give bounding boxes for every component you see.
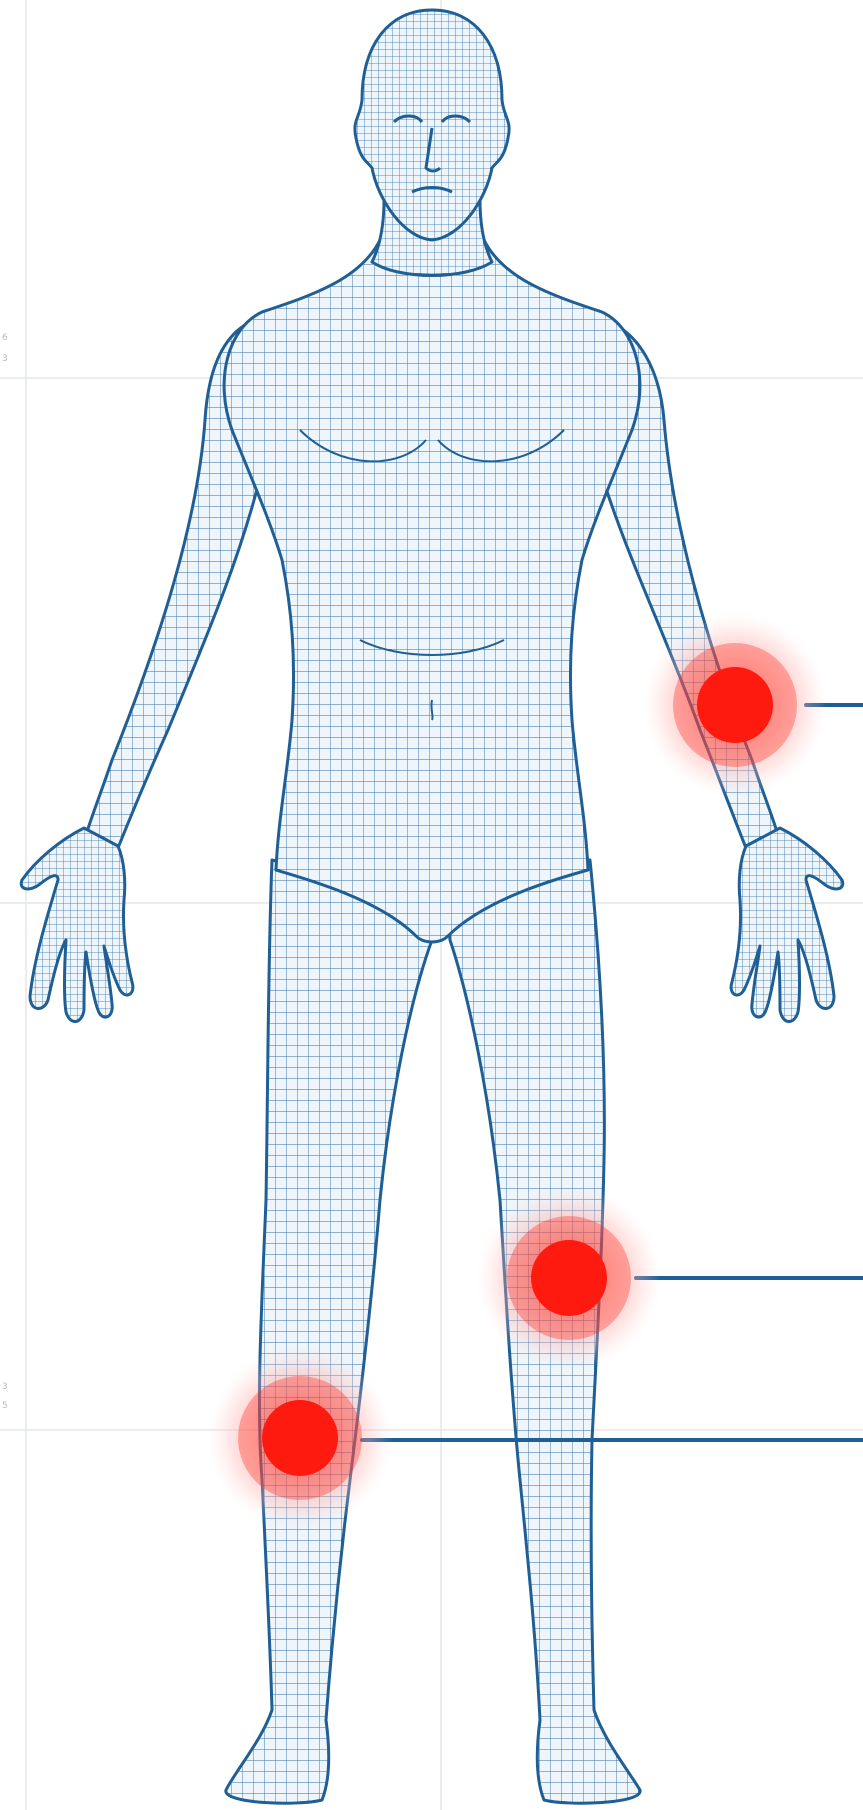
hotspot-core [262, 1400, 338, 1476]
human-body-wireframe [21, 10, 843, 1803]
hotspot-right-elbow[interactable] [643, 613, 827, 797]
left-hand [21, 828, 133, 1022]
right-hand [731, 828, 843, 1022]
hotspot-core [531, 1240, 607, 1316]
margin-tick-label: 3 [2, 1382, 8, 1392]
margin-tick-label: 6 [2, 333, 8, 343]
head [355, 10, 509, 240]
margin-tick-label: 3 [2, 354, 8, 364]
hotspot-right-knee[interactable] [208, 1346, 392, 1530]
torso [224, 240, 640, 942]
left-leg [226, 860, 436, 1803]
hotspot-core [697, 667, 773, 743]
margin-tick-label: 5 [2, 1401, 8, 1411]
hotspot-left-knee[interactable] [477, 1186, 661, 1370]
